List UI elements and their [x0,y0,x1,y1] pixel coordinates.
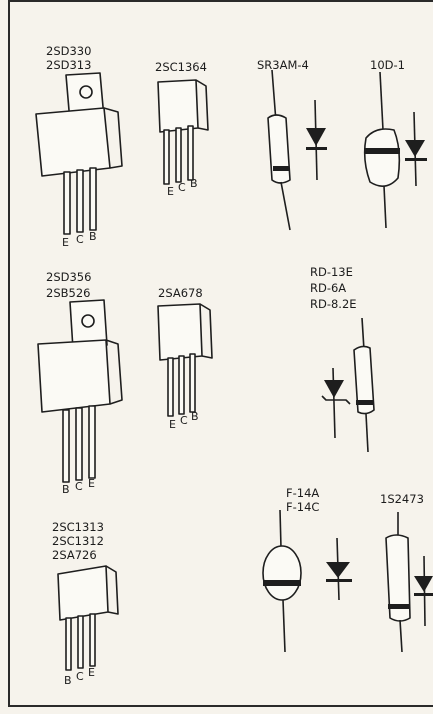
pin-c: C [76,233,84,246]
pin-e: E [88,666,95,679]
to220-a-transistor [35,72,123,235]
pin-b: B [64,674,72,687]
pin-e: E [62,236,69,249]
label-f-14c: F-14C [286,500,320,514]
pin-e: E [167,185,174,198]
pin-c: C [178,181,186,194]
pin-b: B [190,177,198,190]
label-2sd330: 2SD330 [46,44,92,58]
pin-c: C [76,670,84,683]
label-rd-13e: RD-13E [310,265,353,279]
label-f-14a: F-14A [286,486,320,500]
diode-b-component [363,71,427,229]
label-2sc1312: 2SC1312 [52,534,104,548]
pin-c: C [180,414,188,427]
pin-c: C [75,480,83,493]
to220-b-transistor [37,299,123,483]
label-2sb526: 2SB526 [46,286,91,300]
label-2sa678: 2SA678 [158,286,203,300]
label-10d-1: 10D-1 [370,58,405,72]
label-1s2473: 1S2473 [380,492,424,506]
label-rd-8.2e: RD-8.2E [310,297,357,311]
pin-e: E [169,418,176,431]
label-rd-6a: RD-6A [310,281,347,295]
pin-b: B [89,230,97,243]
label-2sc1313: 2SC1313 [52,520,104,534]
pin-e: E [88,477,95,490]
pin-b: B [62,483,70,496]
to92-transistor [57,565,119,671]
diode-c-component [262,509,352,653]
diode-a-component [267,69,327,231]
to126-a-transistor [157,79,209,185]
label-2sa726: 2SA726 [52,548,97,562]
label-2sc1364: 2SC1364 [155,60,207,74]
page-border [8,0,433,707]
zener-diode-component [321,317,375,453]
label-2sd313: 2SD313 [46,58,92,72]
pin-b: B [191,410,199,423]
diode-d-component [385,512,433,653]
to126-b-transistor [157,303,213,417]
label-sr3am-4: SR3AM-4 [257,58,309,72]
label-2sd356: 2SD356 [46,270,92,284]
